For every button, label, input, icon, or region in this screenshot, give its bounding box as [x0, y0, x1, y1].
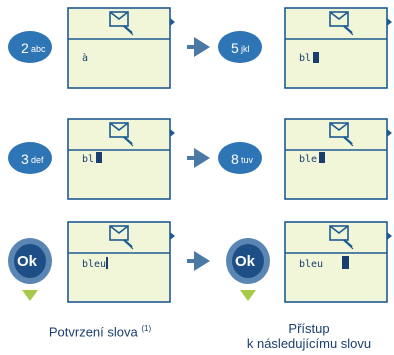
text-cursor	[342, 256, 349, 269]
screen-1: à	[67, 7, 175, 89]
key-2abc[interactable]: 2 abc	[8, 31, 52, 63]
caption-right: Přístup k následujícímu slovu	[234, 321, 384, 351]
key-2-num: 2	[21, 40, 29, 56]
screen-6: bleu	[284, 221, 392, 303]
ok-key-right[interactable]: Ok	[226, 238, 270, 301]
key-8-num: 8	[231, 151, 239, 167]
right-triangle-indicator-icon	[170, 129, 175, 137]
arrow-right	[187, 251, 210, 271]
right-triangle-indicator-icon	[387, 129, 392, 137]
key-8tuv[interactable]: 8 tuv	[218, 142, 262, 174]
caption-left-note: (1)	[141, 324, 152, 333]
text-cursor	[319, 152, 325, 163]
key-5jkl[interactable]: 5 jkl	[218, 31, 262, 63]
caption-right-line1: Přístup	[288, 321, 330, 336]
caption-left: Potvrzení slova (1)	[20, 321, 180, 339]
screen-1-text: à	[82, 52, 88, 64]
screen-3: bl	[67, 118, 175, 200]
arrow-right	[187, 148, 210, 168]
key-3def[interactable]: 3 def	[8, 142, 52, 174]
screen-5-text: bleu	[82, 259, 106, 270]
screen-4-text: ble	[299, 154, 317, 165]
down-pointer-icon	[240, 290, 256, 301]
arrow-right	[187, 37, 210, 57]
key-2-sub: abc	[31, 44, 46, 54]
screen-3-text: bl	[82, 154, 94, 165]
caption-left-text: Potvrzení slova	[48, 324, 138, 340]
screen-4: ble	[284, 118, 392, 200]
down-pointer-icon	[22, 290, 38, 301]
screen-2: bl	[284, 7, 392, 89]
ok-key-left[interactable]: Ok	[8, 238, 52, 301]
ok-label: Ok	[235, 253, 256, 270]
caption-right-line2: k následujícímu slovu	[246, 336, 372, 351]
right-triangle-indicator-icon	[170, 18, 175, 26]
ok-label: Ok	[17, 253, 38, 270]
key-3-num: 3	[21, 151, 29, 167]
screen-2-text: bl	[299, 53, 311, 64]
text-cursor	[106, 257, 108, 269]
right-triangle-indicator-icon	[387, 18, 392, 26]
screen-5: bleu	[67, 221, 175, 303]
text-cursor	[96, 152, 102, 163]
right-triangle-indicator-icon	[387, 232, 392, 240]
key-5-num: 5	[231, 40, 239, 56]
key-8-sub: tuv	[241, 155, 254, 165]
screen-6-text: bleu	[299, 259, 323, 270]
key-3-sub: def	[31, 155, 44, 165]
text-cursor	[313, 52, 319, 63]
right-triangle-indicator-icon	[170, 232, 175, 240]
key-5-sub: jkl	[240, 44, 250, 54]
